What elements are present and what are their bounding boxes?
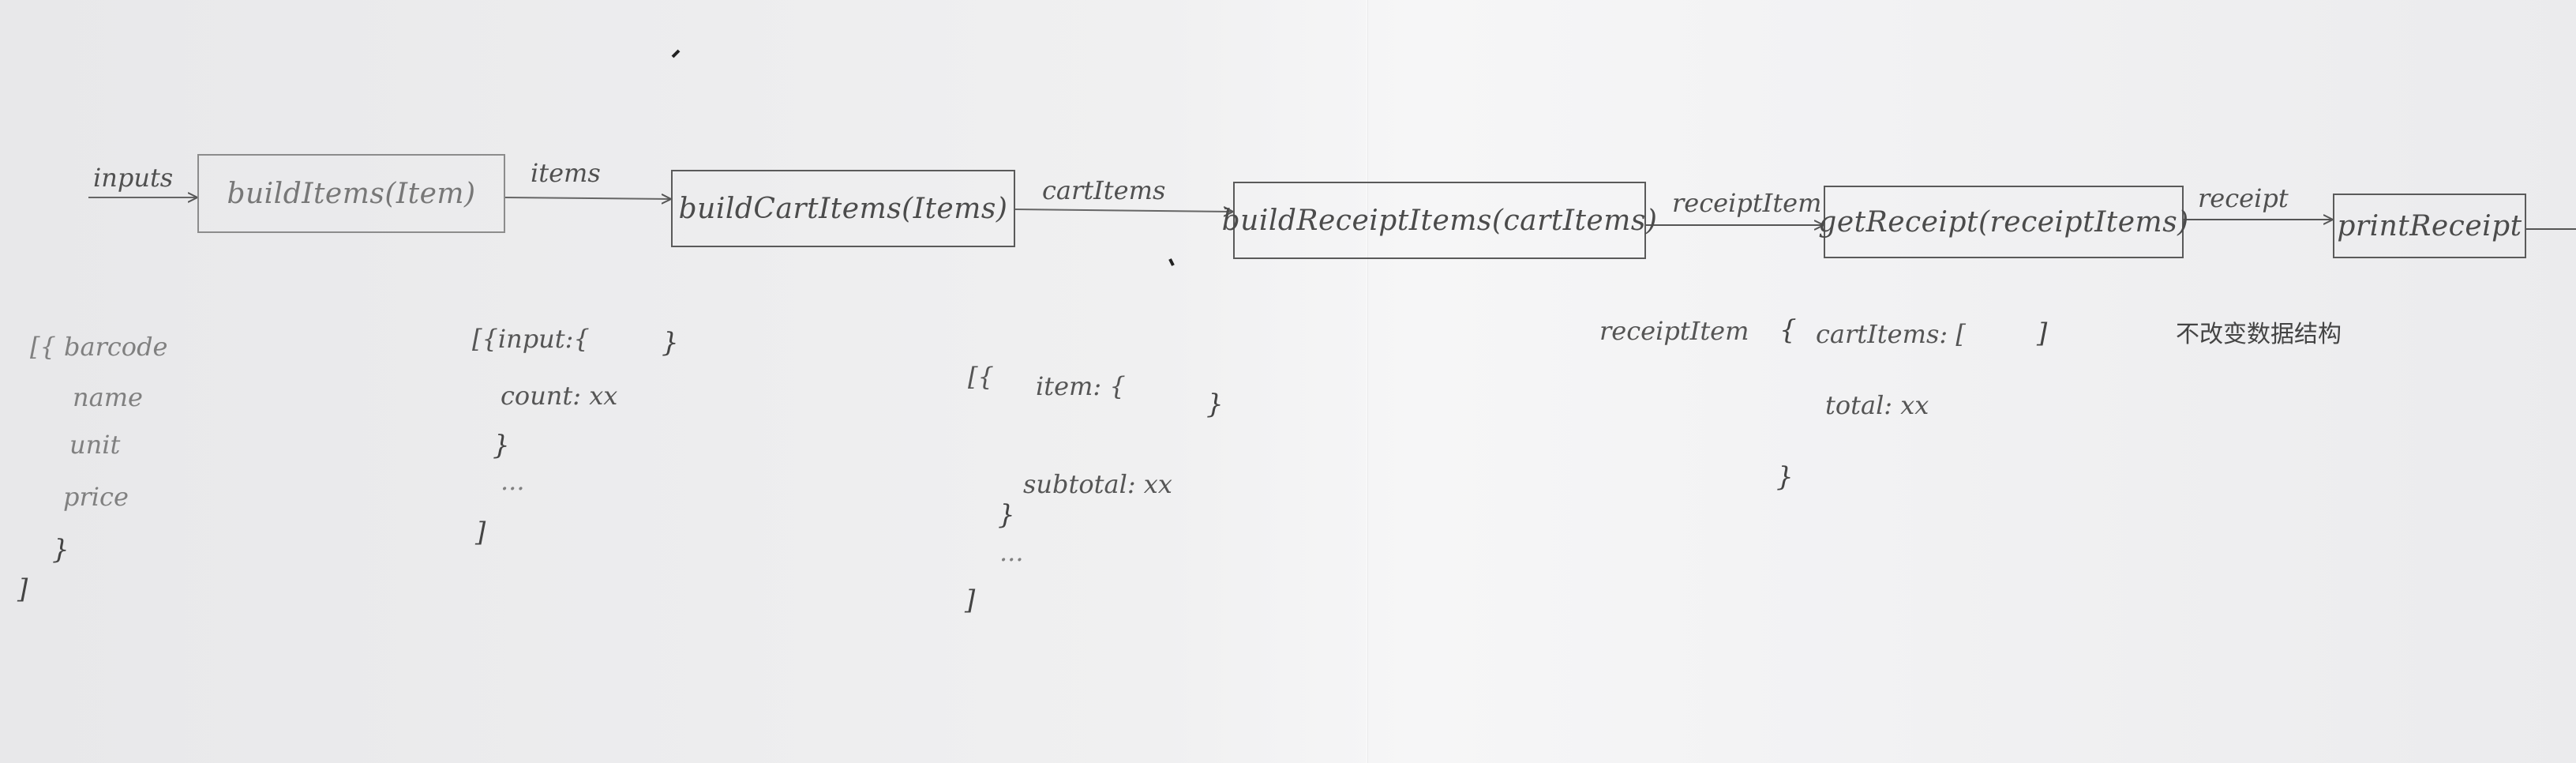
arrow-cart-items [1014, 209, 1233, 212]
node-build-cart-items: buildCartItems(Items) [671, 170, 1015, 247]
edge-label-cart-items: cartItems [1042, 175, 1166, 205]
receipt-item-total: total: xx [1825, 390, 1929, 420]
cart-items-structure-open: [{ [968, 362, 994, 392]
receipt-item-cart-items: cartItems: [ [1816, 319, 1966, 349]
item-close-outer: ] [17, 573, 28, 605]
items-close-inner: } [493, 430, 510, 461]
cart-items-item-close: } [1206, 389, 1224, 420]
stray-mark [671, 49, 681, 58]
stray-mark [1168, 258, 1175, 266]
items-structure-open: [{input:{ [472, 324, 590, 354]
receipt-item-cart-items-close: ] [2037, 318, 2048, 349]
cart-items-ellipsis: ... [999, 537, 1024, 567]
item-field-name: name [73, 382, 143, 412]
items-input-close: } [662, 327, 679, 359]
items-ellipsis: ... [501, 466, 525, 496]
node-build-receipt-items: buildReceiptItems(cartItems) [1222, 182, 1657, 259]
item-field-price: price [63, 482, 129, 512]
node-print-receipt: printReceipt [2333, 194, 2526, 258]
node-build-items: buildItems(Item) [197, 154, 505, 233]
receipt-item-close: } [1776, 461, 1794, 493]
cart-items-close-inner: } [998, 499, 1015, 531]
edge-label-items: items [531, 158, 601, 188]
cart-items-item: item: { [1036, 371, 1126, 401]
paper-fold [1366, 0, 1368, 763]
item-close-inner: } [52, 534, 69, 566]
node-get-receipt: getReceipt(receiptItems) [1818, 186, 2188, 258]
edge-label-receipt-item: receiptItem [1672, 188, 1822, 218]
receipt-item-label: receiptItem [1599, 316, 1749, 346]
items-count: count: xx [501, 381, 618, 411]
cart-items-subtotal: subtotal: xx [1023, 469, 1172, 499]
input-label: inputs [93, 163, 174, 193]
items-close-outer: ] [475, 517, 486, 548]
cart-items-close-outer: ] [965, 584, 976, 616]
arrow-items [504, 197, 671, 199]
immutable-note: 不改变数据结构 [2176, 321, 2342, 348]
edge-label-receipt: receipt [2198, 183, 2289, 213]
item-field-unit: unit [69, 430, 121, 460]
receipt-item-open: { [1779, 314, 1797, 346]
item-structure-open: [{ barcode [30, 332, 168, 362]
